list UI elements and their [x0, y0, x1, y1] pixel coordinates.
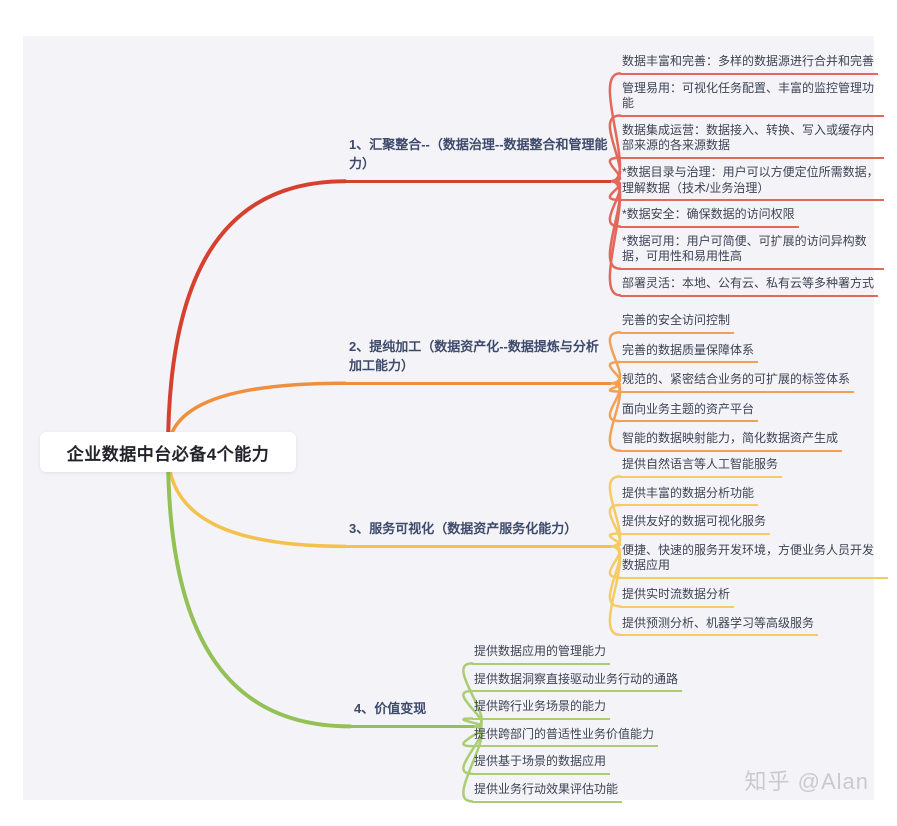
branch-label-1[interactable]: 1、汇聚整合--（数据治理--数据整合和管理能力）: [345, 136, 611, 183]
branch-1-leaf-2[interactable]: 管理易用：可视化任务配置、丰富的监控管理功能: [620, 79, 884, 117]
branch-2-leaf-1[interactable]: 完善的安全访问控制: [620, 311, 735, 334]
mindmap-panel: [23, 36, 874, 800]
branch-4-leaf-4[interactable]: 提供跨部门的普适性业务价值能力: [472, 725, 659, 748]
branch-3-leaf-2[interactable]: 提供丰富的数据分析功能: [620, 484, 759, 507]
branch-2-leaf-3[interactable]: 规范的、紧密结合业务的可扩展的标签体系: [620, 370, 855, 393]
branch-1-leaf-3[interactable]: 数据集成运营：数据接入、转换、写入或缓存内部来源的各来源数据: [620, 121, 884, 159]
branch-1-leaf-6[interactable]: *数据可用：用户可简便、可扩展的访问异构数据，可用性和易用性高: [620, 232, 884, 270]
branch-4-leaf-6[interactable]: 提供业务行动效果评估功能: [472, 780, 623, 803]
branch-1-leaf-1[interactable]: 数据丰富和完善：多样的数据源进行合并和完善: [620, 52, 879, 75]
branch-3-leaf-3[interactable]: 提供友好的数据可视化服务: [620, 512, 771, 535]
central-topic-node[interactable]: 企业数据中台必备4个能力: [40, 432, 296, 472]
branch-1-leaf-7[interactable]: 部署灵活：本地、公有云、私有云等多种署方式: [620, 274, 879, 297]
central-topic-label: 企业数据中台必备4个能力: [66, 444, 270, 464]
branch-1-leaves: 数据丰富和完善：多样的数据源进行合并和完善管理易用：可视化任务配置、丰富的监控管…: [620, 52, 884, 297]
branch-4-leaf-1[interactable]: 提供数据应用的管理能力: [472, 642, 611, 665]
branch-label-4[interactable]: 4、价值变现: [350, 700, 474, 728]
watermark-text: 知乎 @Alan: [744, 769, 869, 794]
branch-label-2[interactable]: 2、提纯加工（数据资产化--数据提炼与分析加工能力）: [345, 338, 611, 385]
branch-2-leaf-2[interactable]: 完善的数据质量保障体系: [620, 341, 759, 364]
branch-4-leaf-2[interactable]: 提供数据洞察直接驱动业务行动的通路: [472, 670, 683, 693]
branch-3-leaf-5[interactable]: 提供实时流数据分析: [620, 585, 735, 608]
branch-1-leaf-5[interactable]: *数据安全：确保数据的访问权限: [620, 205, 799, 228]
branch-4-leaf-3[interactable]: 提供跨行业务场景的能力: [472, 697, 611, 720]
branch-2-leaf-5[interactable]: 智能的数据映射能力，简化数据资产生成: [620, 429, 843, 452]
branch-4-leaves: 提供数据应用的管理能力提供数据洞察直接驱动业务行动的通路提供跨行业务场景的能力提…: [472, 642, 782, 803]
branch-1-leaf-4[interactable]: *数据目录与治理：用户可以方便定位所需数据，理解数据（技术/业务治理）: [620, 163, 884, 202]
branch-3-leaf-1[interactable]: 提供自然语言等人工智能服务: [620, 455, 783, 478]
branch-4-leaf-5[interactable]: 提供基于场景的数据应用: [472, 752, 611, 775]
branch-3-leaf-6[interactable]: 提供预测分析、机器学习等高级服务: [620, 614, 819, 637]
branch-3-leaf-4[interactable]: 便捷、快速的服务开发环境，方便业务人员开发数据应用: [620, 541, 888, 579]
branch-2-leaves: 完善的安全访问控制完善的数据质量保障体系规范的、紧密结合业务的可扩展的标签体系面…: [620, 311, 884, 452]
branch-3-leaves: 提供自然语言等人工智能服务提供丰富的数据分析功能提供友好的数据可视化服务便捷、快…: [620, 455, 888, 637]
branch-label-3[interactable]: 3、服务可视化（数据资产服务化能力）: [345, 520, 611, 548]
branch-2-leaf-4[interactable]: 面向业务主题的资产平台: [620, 400, 759, 423]
